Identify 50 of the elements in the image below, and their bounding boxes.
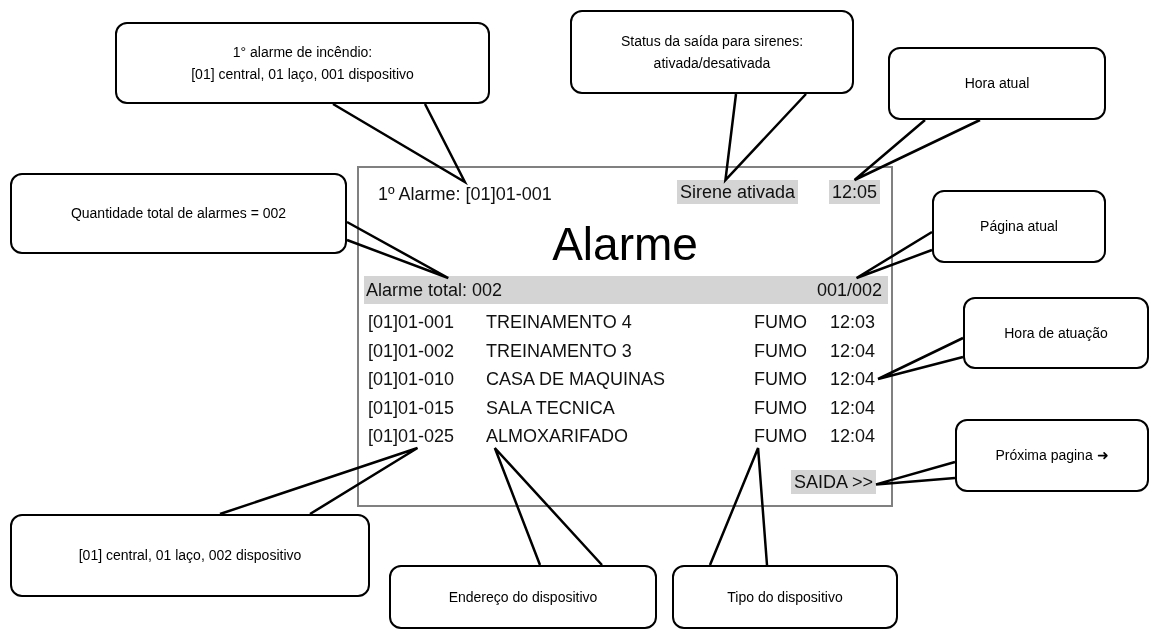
callout-text: Hora atual — [964, 74, 1030, 94]
callout-box — [389, 565, 657, 629]
status-highlight: SAIDA >> — [791, 470, 877, 494]
callout-text: Próxima pagina ➜ — [995, 446, 1109, 466]
display-text: 12:04 — [827, 396, 879, 420]
callout-box — [570, 10, 854, 94]
display-text: [01]01-010 — [365, 367, 458, 391]
callout-box — [955, 419, 1149, 492]
display-text: 12:04 — [827, 367, 879, 391]
display-text: [01]01-025 — [365, 424, 458, 448]
callout-text: ativada/desativada — [653, 54, 771, 73]
display-text: TREINAMENTO 4 — [483, 310, 635, 334]
callout-text: Status da saída para sirenes: — [620, 31, 804, 51]
display-text: ALMOXARIFADO — [483, 424, 632, 448]
callout-text: 1° alarme de incêndio: — [232, 42, 373, 62]
callout-box — [888, 47, 1106, 120]
display-text: Alarme total: 002 — [363, 278, 506, 302]
display-text: [01]01-001 — [365, 310, 458, 334]
callout-box — [672, 565, 898, 629]
callout-box — [10, 173, 347, 254]
display-text: FUMO — [751, 396, 810, 420]
callout-text: Endereço do dispositivo — [448, 587, 598, 607]
display-screen — [357, 166, 893, 507]
display-text: CASA DE MAQUINAS — [483, 367, 669, 391]
callout-box — [10, 514, 370, 597]
display-text: 12:04 — [827, 424, 879, 448]
display-text: TREINAMENTO 3 — [483, 339, 635, 363]
display-text: FUMO — [751, 310, 810, 334]
callout-text: Tipo do dispositivo — [727, 587, 843, 607]
callout-box — [115, 22, 490, 104]
display-text: FUMO — [751, 367, 810, 391]
display-text: 12:04 — [827, 339, 879, 363]
callout-text: [01] central, 01 laço, 002 dispositivo — [78, 546, 302, 566]
screen-title: Alarme — [551, 217, 699, 272]
display-text: SALA TECNICA — [483, 396, 618, 420]
display-text: 1º Alarme: [01]01-001 — [375, 182, 555, 206]
callout-text: [01] central, 01 laço, 001 dispositivo — [191, 65, 414, 84]
status-highlight: 12:05 — [829, 180, 881, 204]
display-text: [01]01-002 — [365, 339, 458, 363]
callout-text: Hora de atuação — [1004, 323, 1108, 343]
status-highlight: Sirene ativada — [677, 180, 799, 204]
display-text: FUMO — [751, 424, 810, 448]
callout-text: Quantidade total de alarmes = 002 — [70, 204, 287, 224]
display-text: 12:03 — [827, 310, 879, 334]
display-text: [01]01-015 — [365, 396, 458, 420]
display-text: FUMO — [751, 339, 810, 363]
display-text: 001/002 — [813, 278, 885, 302]
callout-box — [932, 190, 1106, 263]
callout-box — [963, 297, 1149, 369]
callout-text: Página atual — [980, 217, 1058, 237]
